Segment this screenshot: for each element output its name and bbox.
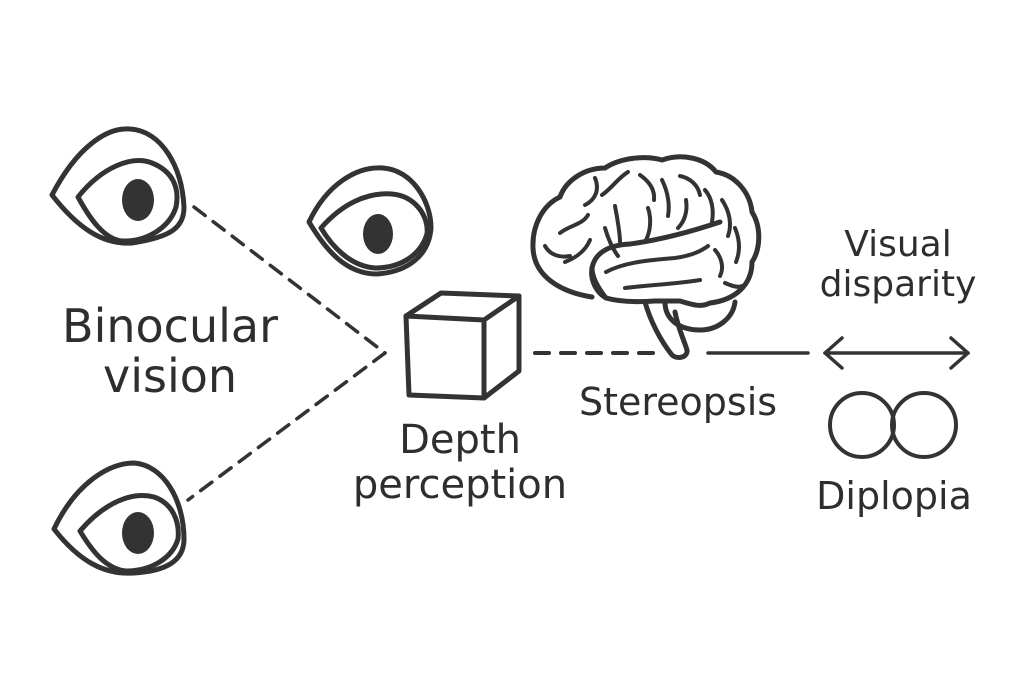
dashed-connector-bottom-eye [186, 351, 387, 502]
pupil [122, 179, 154, 221]
label-depth-perception: Depth perception [335, 418, 585, 508]
eye-icon-middle [306, 165, 434, 277]
label-line: Visual [844, 224, 952, 265]
label-binocular-vision: Binocular vision [40, 299, 300, 403]
overlapping-circles-icon [828, 391, 958, 459]
label-line: Depth [399, 417, 521, 463]
circle-right [890, 391, 958, 459]
pupil [363, 214, 393, 254]
label-line: Diplopia [816, 474, 972, 518]
cube-icon [403, 290, 522, 401]
brain-icon [530, 154, 762, 360]
label-line: vision [102, 348, 238, 403]
dashed-connector-top-eye [192, 205, 387, 355]
eye-icon-bottom-left [51, 460, 187, 576]
label-line: Binocular [62, 299, 278, 353]
circle-left [828, 391, 896, 459]
label-stereopsis: Stereopsis [562, 380, 794, 424]
eye-icon-top-left [49, 126, 187, 246]
label-diplopia: Diplopia [805, 474, 983, 518]
label-visual-disparity: Visual disparity [808, 224, 988, 306]
double-arrow-icon [823, 336, 970, 370]
pupil [122, 512, 154, 554]
label-line: perception [352, 461, 568, 508]
label-line: Stereopsis [578, 380, 778, 424]
label-line: disparity [819, 264, 977, 306]
